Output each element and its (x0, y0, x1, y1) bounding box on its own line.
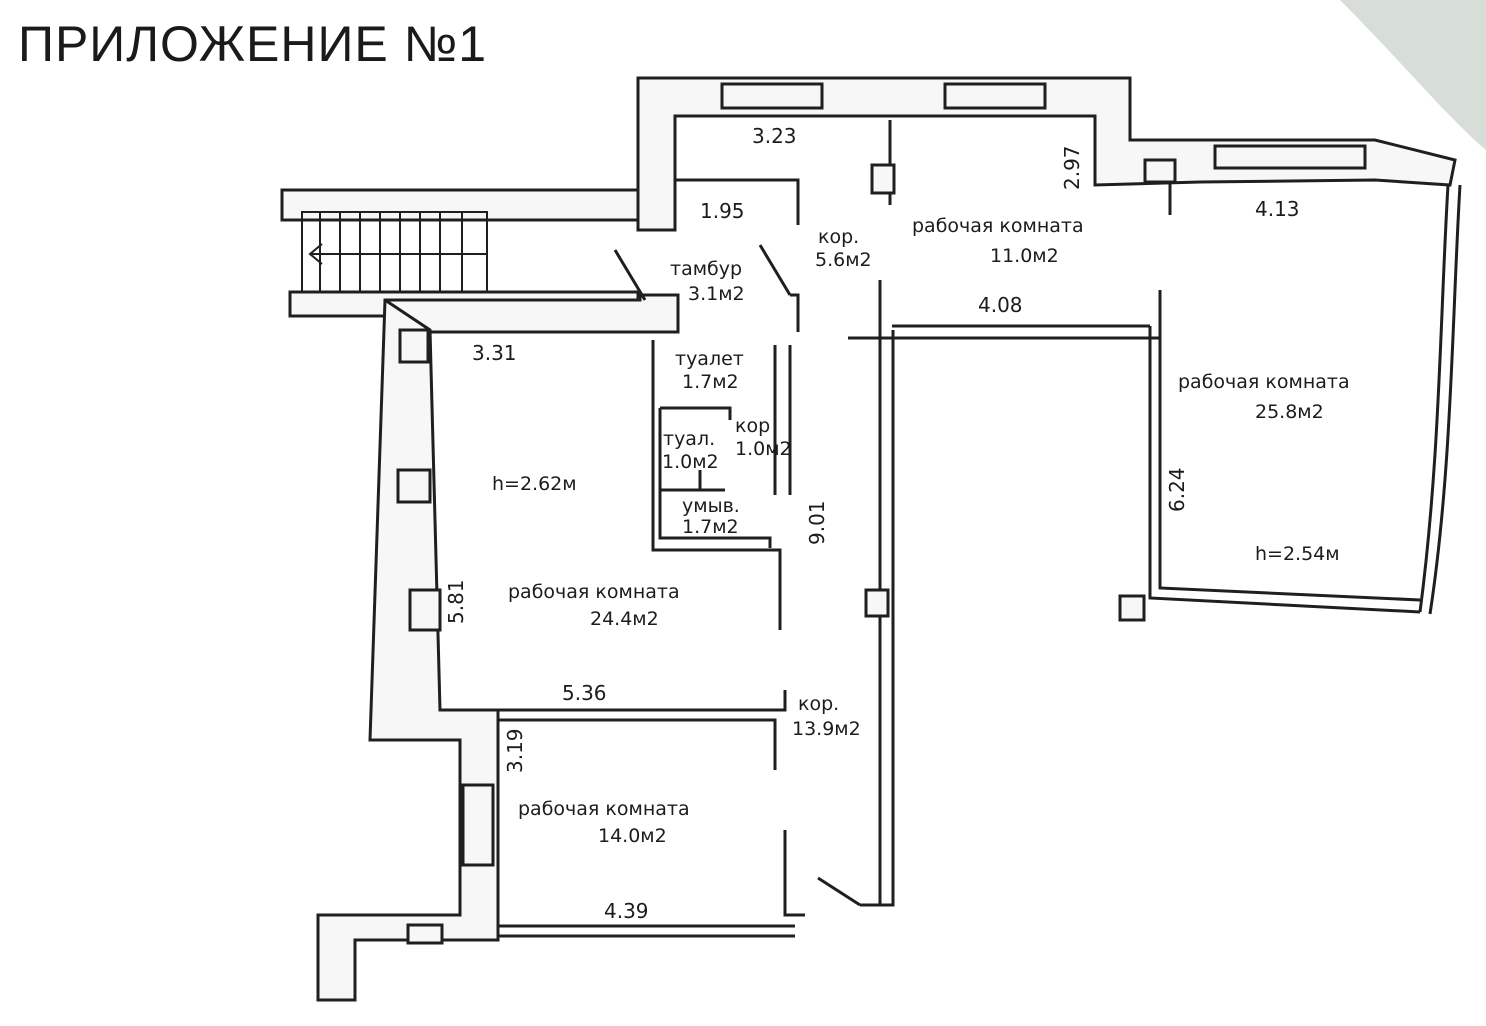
room-work1-area: 11.0м2 (990, 245, 1059, 267)
inner-walls (498, 120, 1421, 917)
dim-331: 3.31 (472, 341, 517, 365)
dim-581: 5.81 (444, 579, 468, 624)
room-tambur-name: тамбур (670, 258, 742, 280)
dim-323: 3.23 (752, 124, 797, 148)
room-work2-name: рабочая комната (1178, 371, 1350, 393)
room-wash-area: 1.7м2 (682, 516, 739, 538)
outer-walls (280, 76, 1462, 1002)
dim-536: 5.36 (562, 681, 607, 705)
room-toilet1-area: 1.7м2 (682, 371, 739, 393)
paper-corner-shadow (1340, 0, 1486, 150)
room-tambur-area: 3.1м2 (688, 283, 745, 305)
room-kor1-area: 5.6м2 (815, 249, 872, 271)
dim-624: 6.24 (1165, 467, 1189, 512)
room-labels: кор. 5.6м2 рабочая комната 11.0м2 тамбур… (492, 215, 1350, 847)
room-work4-name: рабочая комната (518, 798, 690, 820)
room-wash-name: умыв. (682, 495, 740, 517)
room-work3-name: рабочая комната (508, 581, 680, 603)
dim-439: 4.39 (604, 899, 649, 923)
dim-901: 9.01 (805, 500, 829, 545)
room-kor2-area: 1.0м2 (735, 438, 792, 460)
room-work1-name: рабочая комната (912, 215, 1084, 237)
room-work2-area: 25.8м2 (1255, 401, 1324, 423)
room-kor1-name: кор. (818, 226, 859, 248)
room-kor3-name: кор. (798, 693, 839, 715)
dim-413: 4.13 (1255, 197, 1300, 221)
room-work4-area: 14.0м2 (598, 825, 667, 847)
page-title: ПРИЛОЖЕНИЕ №1 (18, 16, 488, 72)
room-kor3-area: 13.9м2 (792, 718, 861, 740)
dim-297: 2.97 (1060, 145, 1084, 190)
room-kor2-name: кор (735, 415, 770, 437)
ceiling-height-2: h=2.54м (1255, 543, 1340, 565)
room-toilet2-area: 1.0м2 (662, 451, 719, 473)
dim-408: 4.08 (978, 293, 1023, 317)
room-toilet2-name: туал. (663, 428, 715, 450)
ceiling-height-1: h=2.62м (492, 473, 577, 495)
room-work3-area: 24.4м2 (590, 608, 659, 630)
dim-195: 1.95 (700, 199, 745, 223)
room-toilet1-name: туалет (675, 348, 744, 370)
dimension-labels: 3.23 2.97 1.95 4.13 4.08 3.31 6.24 9.01 … (444, 124, 1300, 923)
dim-319: 3.19 (503, 728, 527, 773)
